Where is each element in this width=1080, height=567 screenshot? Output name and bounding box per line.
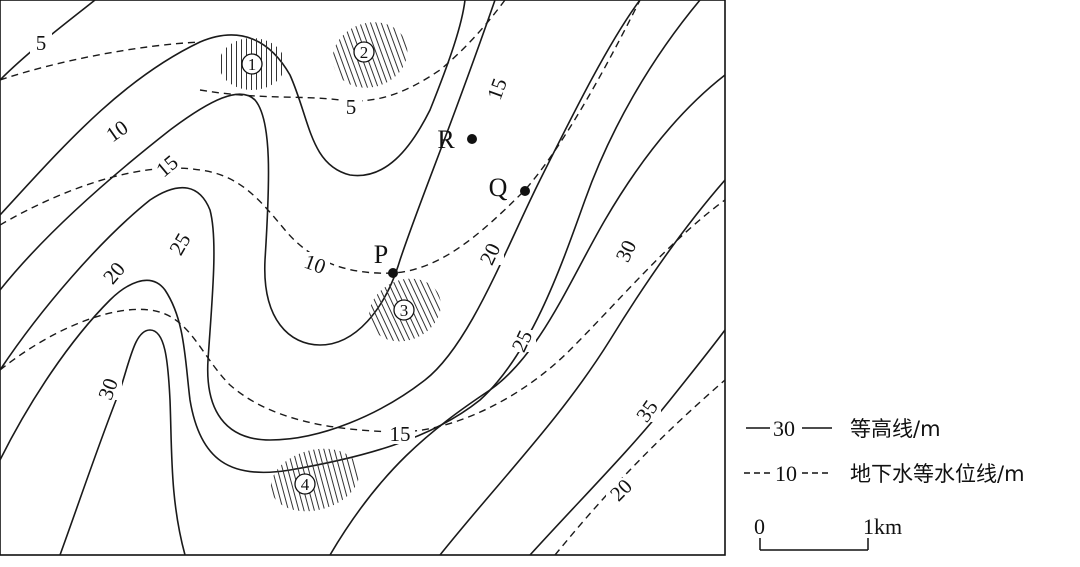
contour-20 bbox=[0, 0, 641, 441]
contour-30-right bbox=[439, 179, 725, 555]
point-r: R bbox=[437, 125, 477, 154]
legend: 30 等高线/m 10 地下水等水位线/m bbox=[744, 416, 1025, 486]
svg-text:地下水等水位线/m: 地下水等水位线/m bbox=[850, 462, 1025, 486]
contour-label-35-right: 35 bbox=[631, 396, 663, 427]
svg-text:5: 5 bbox=[36, 31, 47, 55]
svg-text:20: 20 bbox=[98, 257, 130, 289]
legend-water: 10 地下水等水位线/m bbox=[744, 461, 1025, 486]
svg-text:15: 15 bbox=[390, 422, 411, 446]
contour-label-25-right: 25 bbox=[507, 326, 538, 355]
svg-text:Q: Q bbox=[489, 173, 508, 202]
contour-label-5: 5 bbox=[30, 31, 52, 55]
zone-1: 1 bbox=[219, 38, 285, 90]
legend-contour: 30 等高线/m bbox=[746, 416, 941, 441]
contour-label-30-right: 30 bbox=[611, 236, 642, 265]
svg-text:5: 5 bbox=[346, 95, 357, 119]
water-15 bbox=[0, 199, 725, 433]
svg-text:30: 30 bbox=[773, 416, 795, 441]
contour-30 bbox=[59, 329, 186, 555]
zone-4-label: 4 bbox=[301, 475, 310, 494]
svg-text:等高线/m: 等高线/m bbox=[850, 417, 941, 441]
contour-10 bbox=[0, 0, 466, 216]
zone-2: 2 bbox=[332, 22, 408, 88]
contour-label-10: 10 bbox=[102, 115, 133, 147]
zone-4: 4 bbox=[270, 448, 360, 512]
scale-bar: 0 1km bbox=[754, 514, 902, 551]
water-label-10: 10 bbox=[300, 249, 330, 279]
water-label-20: 20 bbox=[605, 474, 637, 506]
contour-label-20: 20 bbox=[98, 257, 130, 289]
contour-35-right bbox=[529, 329, 725, 555]
contour-label-20-right: 20 bbox=[475, 239, 506, 268]
svg-text:R: R bbox=[437, 125, 455, 154]
contour-label-30: 30 bbox=[93, 375, 123, 403]
water-label-15-upper: 15 bbox=[482, 75, 512, 103]
water-label-15: 15 bbox=[385, 422, 415, 446]
zone-1-label: 1 bbox=[248, 55, 257, 74]
contour-label-15: 15 bbox=[151, 150, 183, 182]
zone-3-label: 3 bbox=[400, 301, 409, 320]
water-label-5: 5 bbox=[340, 95, 362, 119]
svg-text:10: 10 bbox=[775, 461, 797, 486]
point-p: P bbox=[374, 240, 398, 278]
svg-text:P: P bbox=[374, 240, 388, 269]
contour-25-right bbox=[329, 74, 725, 555]
svg-text:10: 10 bbox=[102, 115, 133, 147]
water-5 bbox=[0, 0, 506, 102]
zone-3: 3 bbox=[369, 278, 441, 342]
water-20 bbox=[554, 379, 725, 555]
scale-start: 0 bbox=[754, 514, 765, 539]
map-frame bbox=[0, 0, 726, 556]
svg-text:15: 15 bbox=[151, 150, 183, 182]
zone-2-label: 2 bbox=[360, 43, 369, 62]
scale-end: 1km bbox=[863, 514, 902, 539]
point-q: Q bbox=[489, 173, 530, 202]
contour-15 bbox=[0, 0, 496, 346]
contour-label-25: 25 bbox=[164, 229, 195, 259]
water-10 bbox=[0, 0, 641, 274]
